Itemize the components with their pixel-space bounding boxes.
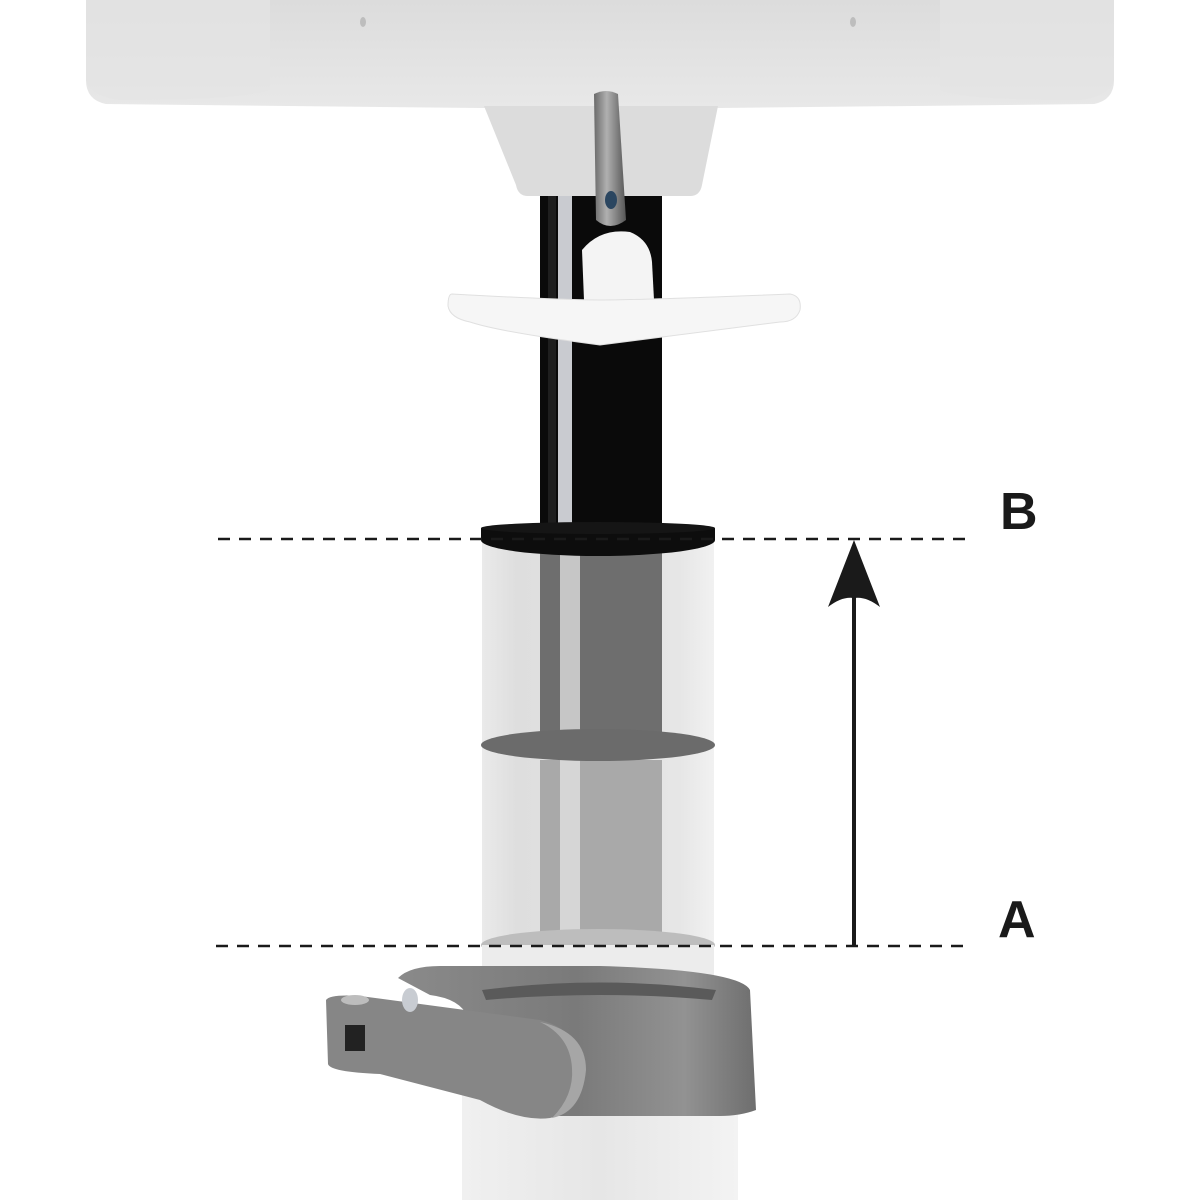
up-arrow-icon xyxy=(828,540,880,946)
release-clamp xyxy=(326,966,756,1119)
outer-tube xyxy=(481,522,715,985)
screw-hole-right xyxy=(850,17,856,27)
gas-spring-lever xyxy=(582,91,654,300)
t-handle xyxy=(447,293,801,346)
screw-hole-left xyxy=(360,17,366,27)
label-position-a: A xyxy=(998,891,1036,949)
label-position-b: B xyxy=(1000,483,1038,541)
device-housing xyxy=(86,0,1114,108)
hinge-pin xyxy=(345,1025,365,1051)
